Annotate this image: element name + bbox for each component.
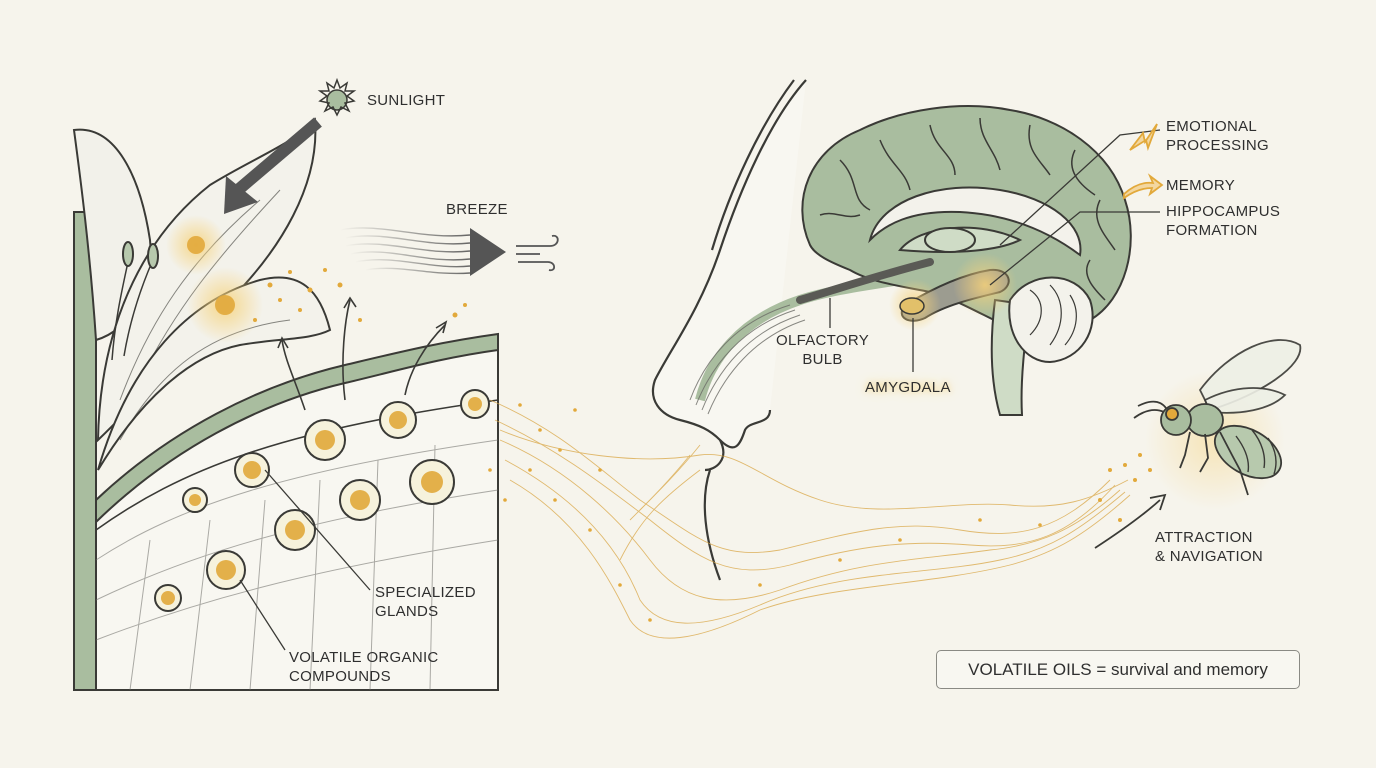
label-emotional-line2: PROCESSING — [1166, 137, 1270, 154]
bee-icon — [1133, 339, 1302, 496]
label-emotional-processing: EMOTIONAL PROCESSING — [1166, 117, 1269, 155]
summary-box: VOLATILE OILS = survival and memory — [936, 650, 1300, 689]
breeze-arrow — [339, 227, 471, 275]
scent-dots — [488, 403, 1152, 622]
label-hippocampus-line1: HIPPOCAMPUS — [1166, 203, 1281, 220]
label-emotional-line1: EMOTIONAL — [1166, 118, 1258, 135]
scent-plume — [489, 399, 1131, 639]
label-volatile-compounds-line1: VOLATILE ORGANIC — [289, 649, 439, 666]
nose-icon — [652, 79, 807, 581]
label-specialized-glands-line1: SPECIALIZED — [375, 584, 476, 601]
label-attraction-line1: ATTRACTION — [1155, 529, 1253, 546]
sun-icon — [317, 77, 357, 117]
wind-icon — [516, 234, 559, 272]
label-hippocampus: HIPPOCAMPUS FORMATION — [1166, 202, 1280, 240]
label-olfactory-line1: OLFACTORY — [776, 332, 870, 349]
lightning-icon — [1129, 123, 1158, 152]
label-attraction-navigation: ATTRACTION & NAVIGATION — [1155, 528, 1263, 566]
label-sunlight: SUNLIGHT — [367, 92, 446, 109]
label-attraction-line2: & NAVIGATION — [1155, 548, 1264, 565]
label-specialized-glands: SPECIALIZED GLANDS — [375, 583, 476, 621]
label-olfactory-line2: BULB — [802, 351, 843, 368]
breeze-arrow-head — [470, 228, 506, 276]
sunlight-arrow — [224, 117, 322, 214]
attraction-arrow — [1094, 493, 1167, 549]
label-volatile-compounds-line2: COMPOUNDS — [289, 668, 391, 685]
label-volatile-compounds: VOLATILE ORGANIC COMPOUNDS — [289, 648, 439, 686]
label-olfactory-bulb: OLFACTORY BULB — [776, 331, 869, 369]
label-amygdala: AMYGDALA — [865, 379, 951, 396]
label-breeze: BREEZE — [446, 201, 508, 218]
arrow-icon — [1123, 173, 1164, 200]
label-specialized-glands-line2: GLANDS — [375, 603, 439, 620]
label-memory: MEMORY — [1166, 177, 1236, 194]
label-hippocampus-line2: FORMATION — [1166, 222, 1258, 239]
